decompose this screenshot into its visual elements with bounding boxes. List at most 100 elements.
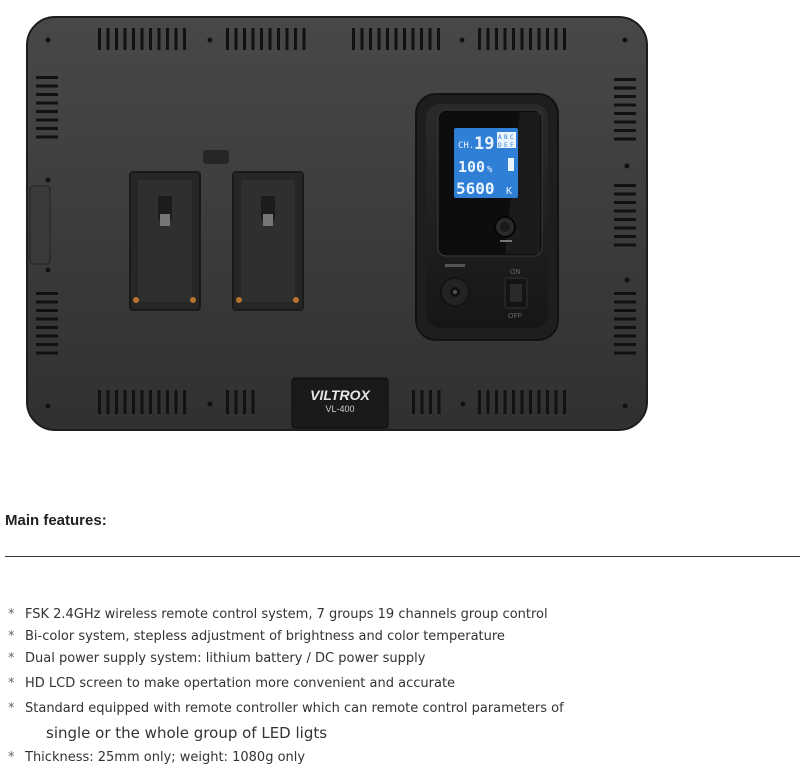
- bullet: *: [8, 607, 15, 622]
- bullet: *: [8, 651, 15, 666]
- vent-slot: [614, 120, 636, 124]
- svg-text:D: D: [498, 142, 502, 149]
- vent-slot: [486, 390, 490, 414]
- vent-slot: [352, 28, 355, 50]
- vent-slot: [614, 243, 636, 247]
- screws: [45, 37, 630, 409]
- vent-slot: [411, 28, 415, 50]
- vent-slot: [115, 28, 118, 50]
- vent-slot: [503, 28, 507, 50]
- vent-slot: [251, 28, 255, 50]
- vent-slot: [36, 118, 58, 122]
- vent-slot: [614, 235, 636, 238]
- vent-slot: [251, 390, 255, 414]
- power-switch: ON OFF: [504, 269, 528, 320]
- features-title: Main features:: [5, 512, 107, 529]
- vent-slot: [149, 390, 152, 414]
- vent-slot: [369, 28, 372, 50]
- lcd-brightness: 100: [458, 158, 485, 176]
- vent-slot: [428, 28, 432, 50]
- vent-slot: [123, 390, 127, 414]
- lcd-brightness-unit: %: [487, 165, 493, 175]
- vent-slot: [437, 28, 440, 50]
- adjust-knob: [494, 216, 516, 242]
- vent-slot: [123, 28, 127, 50]
- vent-slot: [166, 28, 169, 50]
- svg-text:E: E: [504, 142, 508, 149]
- battery-slot-2: [232, 171, 304, 311]
- list-item: *HD LCD screen to make opertation more c…: [8, 676, 456, 691]
- vent-slot: [563, 390, 566, 414]
- vent-slot: [98, 28, 101, 50]
- vent-slot: [614, 226, 636, 230]
- vent-slot: [36, 343, 58, 346]
- vent-slot: [614, 129, 636, 132]
- svg-text:A: A: [498, 134, 502, 141]
- vent-slot: [503, 390, 507, 414]
- vent-slot: [563, 28, 566, 50]
- vent-slot: [554, 28, 558, 50]
- vent-slot: [260, 28, 263, 50]
- vent-slot: [243, 28, 246, 50]
- vent-slot: [36, 326, 58, 329]
- vent-slot: [36, 84, 58, 88]
- vent-slot: [478, 28, 481, 50]
- vent-slot: [166, 390, 169, 414]
- right-vents: [614, 78, 636, 355]
- vent-slot: [512, 390, 515, 414]
- vent-slot: [554, 390, 558, 414]
- vent-slot: [377, 28, 381, 50]
- vent-slot: [614, 334, 636, 338]
- vent-slot: [614, 209, 636, 213]
- vent-slot: [537, 28, 541, 50]
- vent-slot: [520, 390, 524, 414]
- vent-slot: [106, 390, 110, 414]
- vent-slot: [546, 28, 549, 50]
- dc-input-port: [440, 264, 470, 307]
- vent-slot: [537, 390, 541, 414]
- top-vents: [98, 28, 566, 50]
- vent-slot: [36, 135, 58, 139]
- vent-slot: [294, 28, 297, 50]
- lcd-screen: CH. 19 A B C D E F 100 % 5600 K: [454, 128, 518, 198]
- battery-slot-1: [129, 171, 201, 311]
- vent-slot: [268, 28, 272, 50]
- vent-slot: [140, 28, 144, 50]
- vent-slot: [412, 390, 415, 414]
- vent-slot: [174, 390, 178, 414]
- vent-slot: [302, 28, 306, 50]
- vent-slot: [614, 300, 636, 304]
- switch-on-label: ON: [510, 269, 521, 276]
- bullet: *: [8, 701, 15, 716]
- vent-slot: [234, 28, 238, 50]
- list-item: *Thickness: 25mm only; weight: 1080g onl…: [8, 750, 306, 765]
- vent-slot: [36, 309, 58, 312]
- vent-slot: [546, 390, 549, 414]
- vent-slot: [614, 86, 636, 90]
- vent-slot: [420, 28, 423, 50]
- vent-slot: [529, 390, 532, 414]
- lcd-battery-icon: [508, 158, 514, 171]
- vent-slot: [420, 390, 424, 414]
- bullet: *: [8, 750, 15, 765]
- svg-text:B: B: [504, 134, 508, 141]
- vent-slot: [277, 28, 280, 50]
- divider: [5, 556, 800, 557]
- vent-slot: [429, 390, 432, 414]
- vent-slot: [478, 390, 481, 414]
- lcd-temperature-unit: K: [506, 186, 512, 197]
- vent-slot: [360, 28, 364, 50]
- vent-slot: [403, 28, 406, 50]
- vent-slot: [36, 110, 58, 113]
- vent-slot: [614, 292, 636, 295]
- list-item: *FSK 2.4GHz wireless remote control syst…: [8, 607, 548, 622]
- list-item-continuation: single or the whole group of LED ligts: [46, 724, 328, 742]
- brand-logo: VILTROX: [310, 387, 371, 403]
- vent-slot: [36, 300, 58, 304]
- svg-text:F: F: [510, 142, 514, 149]
- vent-slot: [183, 28, 186, 50]
- vent-slot: [495, 28, 498, 50]
- list-item: *Standard equipped with remote controlle…: [8, 701, 564, 716]
- vent-slot: [614, 317, 636, 321]
- vent-slot: [183, 390, 186, 414]
